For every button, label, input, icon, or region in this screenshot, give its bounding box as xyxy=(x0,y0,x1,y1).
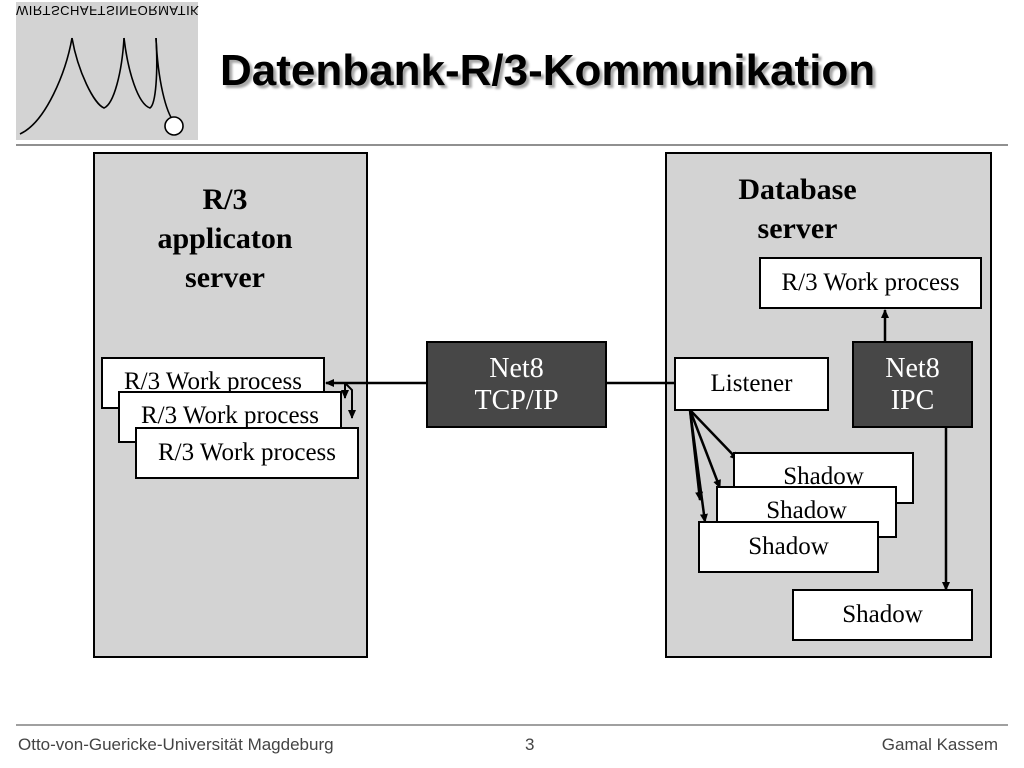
shadow-label: Shadow xyxy=(766,497,847,524)
app-work-process-label: R/3 Work process xyxy=(123,368,303,395)
app-work-process-label: R/3 Work process xyxy=(157,439,337,466)
title-divider xyxy=(16,144,1008,146)
app-title-line: R/3 xyxy=(202,183,248,216)
shadow-ipc-label: Shadow xyxy=(842,601,923,628)
net8-tcpip-box: Net8 TCP/IP xyxy=(426,341,607,428)
net8-ipc-box: Net8 IPC xyxy=(852,341,973,428)
footer-divider xyxy=(16,724,1008,726)
app-work-process-box: R/3 Work process xyxy=(135,427,359,479)
listener-box: Listener xyxy=(674,357,829,411)
logo-curves-icon xyxy=(19,37,184,136)
ipc-net8-label: Net8 xyxy=(885,352,940,384)
university-logo: WIRTSCHAFTSINFORMATIK xyxy=(16,2,199,140)
shadow-process-box: Shadow xyxy=(698,521,879,573)
db-title-line: Database xyxy=(738,173,857,206)
shadow-label: Shadow xyxy=(783,463,864,490)
ipc-label: IPC xyxy=(890,384,935,416)
db-server-title: Database server xyxy=(690,170,905,248)
footer-university: Otto-von-Guericke-Universität Magdeburg xyxy=(18,735,334,754)
app-work-process-label: R/3 Work process xyxy=(140,402,320,429)
slide-title: Datenbank-R/3-Kommunikation xyxy=(220,46,876,95)
footer-author: Gamal Kassem xyxy=(881,735,998,754)
tcpip-label: TCP/IP xyxy=(474,384,559,416)
app-title-line: applicaton xyxy=(157,222,293,255)
app-server-title: R/3 applicaton server xyxy=(110,180,340,297)
page-number: 3 xyxy=(525,735,535,754)
db-work-process-label: R/3 Work process xyxy=(781,269,960,296)
net8-label: Net8 xyxy=(489,352,544,384)
shadow-label: Shadow xyxy=(748,533,829,560)
db-work-process-box: R/3 Work process xyxy=(759,257,982,309)
listener-label: Listener xyxy=(710,370,793,397)
db-title-line: server xyxy=(757,212,838,245)
app-title-line: server xyxy=(185,261,265,294)
shadow-ipc-box: Shadow xyxy=(792,589,973,641)
